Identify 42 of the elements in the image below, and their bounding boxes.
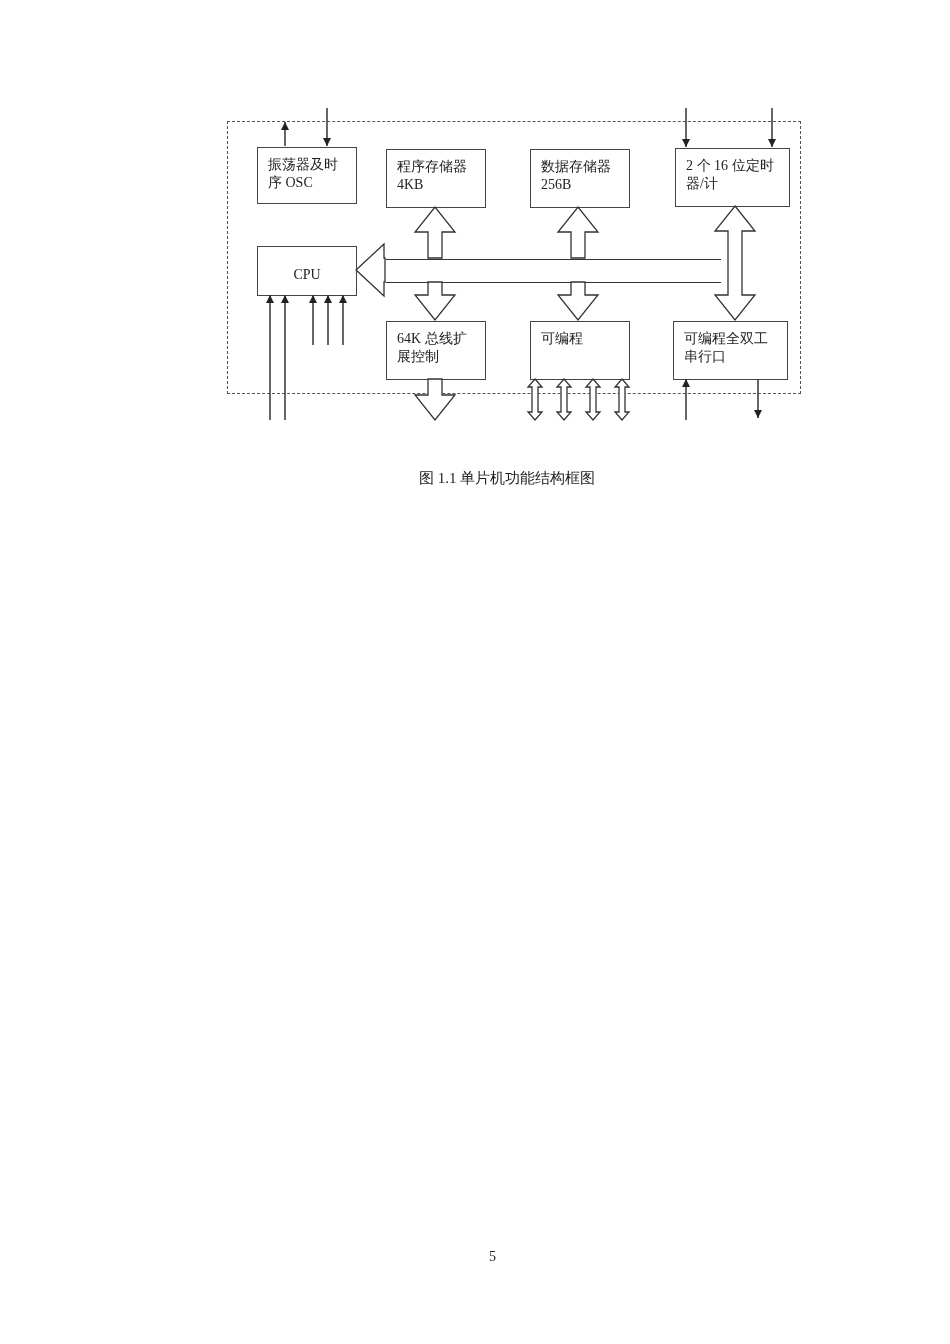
figure-caption: 图 1.1 单片机功能结构框图 (417, 469, 597, 488)
arrow (324, 294, 332, 346)
bus-arrow (613, 378, 631, 421)
arrow (309, 294, 317, 346)
block-label: 可编程 (541, 330, 584, 348)
arrow (281, 121, 289, 147)
arrow (682, 107, 690, 148)
block-label: 程序存储器 4KB (397, 158, 468, 195)
block-label: CPU (293, 265, 321, 284)
bus-arrow (413, 281, 457, 322)
bus-arrow (355, 242, 386, 298)
block-label: 数据存储器 256B (541, 158, 612, 195)
bus-arrow (413, 205, 457, 259)
page-number: 5 (489, 1249, 496, 1265)
arrow (339, 294, 347, 346)
bus-arrow (584, 378, 602, 421)
arrow (682, 378, 690, 421)
bus-arrow (713, 204, 757, 322)
block-box (386, 321, 486, 380)
dashed-boundary (227, 121, 801, 394)
block-box (386, 149, 486, 208)
block-box (257, 246, 357, 296)
arrow (266, 294, 274, 421)
block-box (675, 148, 790, 207)
block-label: 2 个 16 位定时器/计 (686, 157, 775, 194)
block-label: 振荡器及时序 OSC (268, 156, 339, 193)
block-label: 64K 总线扩展控制 (397, 330, 468, 367)
block-box (530, 149, 630, 208)
arrow (281, 294, 289, 421)
arrow (754, 378, 762, 419)
block-box (257, 147, 357, 204)
bus-arrow (526, 378, 544, 421)
block-box (673, 321, 788, 380)
arrow (768, 107, 776, 148)
bus-arrow (556, 281, 600, 322)
bus-arrow (413, 378, 457, 422)
arrow (323, 107, 331, 147)
bus-arrow (555, 378, 573, 421)
bus-bar (386, 259, 721, 283)
bus-arrow (556, 205, 600, 259)
block-label: 可编程全双工串行口 (684, 330, 769, 367)
block-box (530, 321, 630, 380)
